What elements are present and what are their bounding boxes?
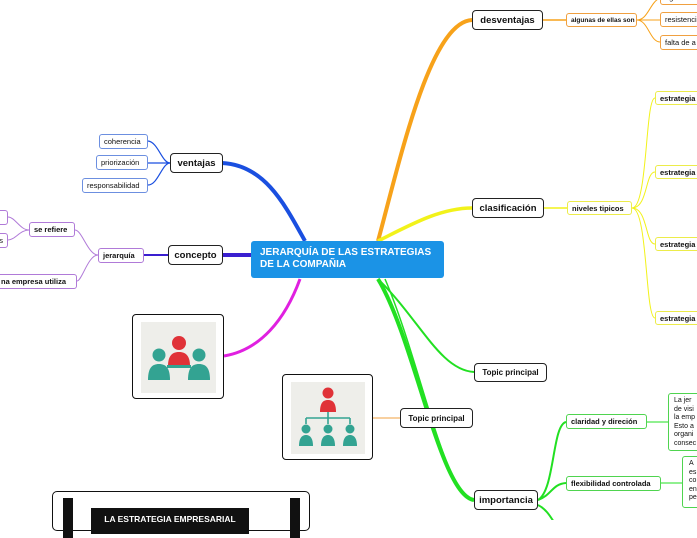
falta-node[interactable]: falta de a: [660, 35, 697, 50]
coherencia-node[interactable]: coherencia: [99, 134, 148, 149]
priorizacion-node[interactable]: priorización: [96, 155, 148, 170]
clasificacion-node[interactable]: clasificación: [472, 198, 544, 218]
cut-node-2[interactable]: s: [0, 233, 8, 248]
meeting-people-icon: [148, 336, 210, 380]
branch-desventajas: [376, 18, 473, 242]
topic-principal-node-1[interactable]: Topic principal: [474, 363, 547, 382]
strategy-poster-image[interactable]: LA ESTRATEGIA EMPRESARIAL: [52, 491, 310, 538]
meeting-image[interactable]: [132, 314, 224, 399]
se-refiere-node[interactable]: se refiere: [29, 222, 75, 237]
rigidez-node[interactable]: rigidez: [660, 0, 697, 5]
root-topic[interactable]: JERARQUÍA DE LAS ESTRATEGIAS DE LA COMPA…: [251, 241, 444, 278]
claridad-text: La jer de visi la emp Esto a organi cons…: [674, 397, 697, 447]
empresa-utiliza-node[interactable]: na empresa utiliza: [0, 274, 77, 289]
org-chart-image[interactable]: [282, 374, 373, 460]
algunas-de-ellas-node[interactable]: algunas de ellas son: [566, 13, 637, 27]
claridad-direcion-node[interactable]: claridad y direción: [566, 414, 647, 429]
flexibilidad-text: A es co en pe: [689, 460, 697, 501]
poster-right-bar: [290, 498, 300, 538]
org-chart-icon: [299, 387, 357, 446]
ventajas-node[interactable]: ventajas: [170, 153, 223, 173]
estrategia-node-2[interactable]: estrategia: [655, 165, 697, 179]
estrategia-node-1[interactable]: estrategia: [655, 91, 697, 105]
jerarquia-node[interactable]: jerarquía: [98, 248, 144, 263]
niveles-tipicos-node[interactable]: niveles tipicos: [567, 201, 632, 215]
branch-clasificacion: [377, 206, 473, 243]
branch-topic-1: [377, 278, 475, 373]
branch-image: [223, 278, 302, 358]
flexibilidad-text-node[interactable]: A es co en pe: [682, 456, 697, 508]
claridad-text-node[interactable]: La jer de visi la emp Esto a organi cons…: [668, 393, 697, 451]
estrategia-node-4[interactable]: estrategia: [655, 311, 697, 325]
poster-left-bar: [63, 498, 73, 538]
cut-node-1[interactable]: [0, 210, 8, 225]
concepto-node[interactable]: concepto: [168, 245, 223, 265]
branch-ventajas: [221, 161, 307, 242]
poster-title: LA ESTRATEGIA EMPRESARIAL: [91, 508, 249, 534]
flexibilidad-controlada-node[interactable]: flexibilidad controlada: [566, 476, 661, 491]
importancia-node[interactable]: importancia: [474, 490, 538, 510]
estrategia-node-3[interactable]: estrategia: [655, 237, 697, 251]
topic-principal-node-2[interactable]: Topic principal: [400, 408, 473, 428]
resistencia-node[interactable]: resistencia: [660, 12, 697, 27]
responsabilidad-node[interactable]: responsabilidad: [82, 178, 148, 193]
desventajas-node[interactable]: desventajas: [472, 10, 543, 30]
branch-importancia: [376, 277, 475, 502]
